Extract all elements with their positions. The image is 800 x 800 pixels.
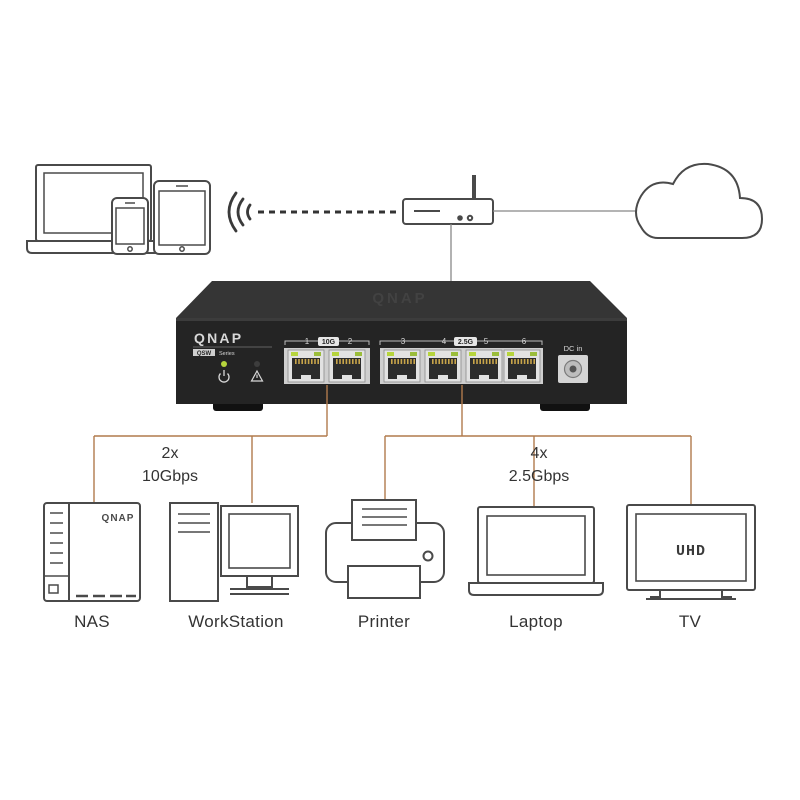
- tablet-icon: [153, 180, 211, 255]
- ten-g-links: [93, 385, 328, 503]
- dc-in-label: DC in: [564, 344, 583, 353]
- two-five-g-links: [384, 385, 692, 507]
- phone-icon: [111, 197, 149, 255]
- ten-g-speed: 10Gbps: [142, 468, 198, 485]
- laptop-label: Laptop: [509, 612, 563, 631]
- ethernet-port-1: [287, 349, 325, 383]
- laptop-icon: [468, 506, 604, 596]
- nas-icon: [43, 502, 141, 602]
- cloud-icon: [635, 162, 764, 239]
- tv-screen-text: UHD: [676, 543, 706, 560]
- port-number-3: 3: [401, 337, 406, 346]
- ten-g-count: 2x: [162, 445, 179, 462]
- wireless-clients: [26, 164, 211, 255]
- switch-top: [176, 281, 627, 318]
- workstation-icon: [169, 502, 299, 602]
- tv-icon: [626, 504, 756, 600]
- switch-brand: QNAP: [194, 330, 243, 346]
- ethernet-port-2: [328, 349, 366, 383]
- port-number-1: 1: [305, 337, 310, 346]
- nas-label: NAS: [74, 612, 110, 631]
- switch-top-logo: QNAP: [372, 290, 427, 307]
- router-icon: [402, 175, 494, 225]
- port-number-5: 5: [484, 337, 489, 346]
- ethernet-port-6: [503, 349, 541, 383]
- port-number-4: 4: [442, 337, 447, 346]
- status-led: [254, 361, 260, 367]
- badge-10g: 10G: [322, 339, 336, 346]
- two-five-g-count: 4x: [531, 445, 548, 462]
- network-switch: QNAP QNAP QSW Series 1 2: [176, 281, 627, 411]
- ethernet-port-4: [424, 349, 462, 383]
- power-icon: [218, 370, 230, 383]
- printer-icon: [325, 499, 445, 599]
- nas-logo: QNAP: [102, 513, 135, 524]
- workstation-label: WorkStation: [188, 612, 284, 631]
- ethernet-port-5: [465, 349, 503, 383]
- port-number-2: 2: [348, 337, 353, 346]
- switch-model-badge: QSW: [197, 351, 212, 357]
- ethernet-port-3: [383, 349, 421, 383]
- port-number-6: 6: [522, 337, 527, 346]
- switch-series-text: Series: [219, 351, 235, 357]
- badge-2-5g: 2.5G: [458, 339, 474, 346]
- ethernet-ports: [284, 348, 543, 384]
- power-led: [221, 361, 227, 367]
- two-five-g-speed: 2.5Gbps: [509, 468, 569, 485]
- printer-label: Printer: [358, 612, 410, 631]
- wifi-icon: [227, 191, 252, 233]
- warning-icon: [250, 369, 264, 382]
- tv-label: TV: [679, 612, 702, 631]
